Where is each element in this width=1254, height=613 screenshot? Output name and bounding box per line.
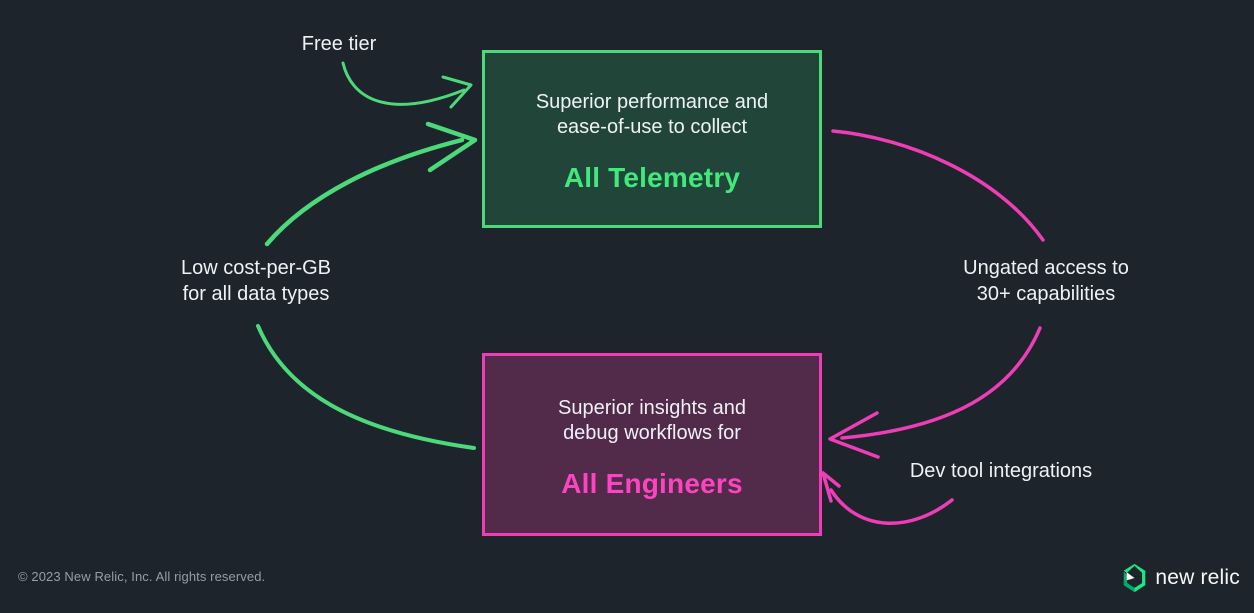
low-cost-curve (256, 324, 476, 450)
free-tier-text: Free tier (301, 33, 377, 55)
new-relic-logo: new relic (1121, 563, 1240, 593)
free-tier-arrow (341, 61, 473, 109)
copyright-text: © 2023 New Relic, Inc. All rights reserv… (18, 569, 266, 584)
engineers-line1: Superior insights and (558, 397, 746, 419)
ungated-access-label: Ungated access to 30+ capabilities (963, 255, 1129, 307)
low-cost-label: Low cost-per-GB for all data types (181, 255, 331, 307)
free-tier-label: Free tier (302, 31, 376, 57)
all-telemetry-box: Superior performance and ease-of-use to … (482, 50, 822, 228)
dev-tools-label: Dev tool integrations (910, 458, 1092, 484)
capabilities-arrow (828, 326, 1042, 459)
telemetry-line1: Superior performance and (535, 91, 769, 113)
ungated-line2: 30+ capabilities (976, 283, 1116, 305)
engineers-line2: debug workflows for (563, 422, 741, 444)
capabilities-curve (831, 129, 1045, 242)
engineers-title: All Engineers (561, 468, 743, 499)
dev-tools-text: Dev tool integrations (909, 460, 1093, 482)
low-cost-line1: Low cost-per-GB (180, 257, 332, 279)
ungated-line1: Ungated access to (963, 257, 1129, 279)
new-relic-logo-text: new relic (1155, 566, 1240, 589)
all-engineers-box: Superior insights and debug workflows fo… (482, 353, 822, 536)
telemetry-inflow-arrow (264, 121, 478, 247)
telemetry-title: All Telemetry (563, 162, 741, 193)
telemetry-line2: ease-of-use to collect (556, 116, 748, 138)
new-relic-logo-icon (1124, 563, 1146, 593)
low-cost-line2: for all data types (182, 283, 330, 305)
